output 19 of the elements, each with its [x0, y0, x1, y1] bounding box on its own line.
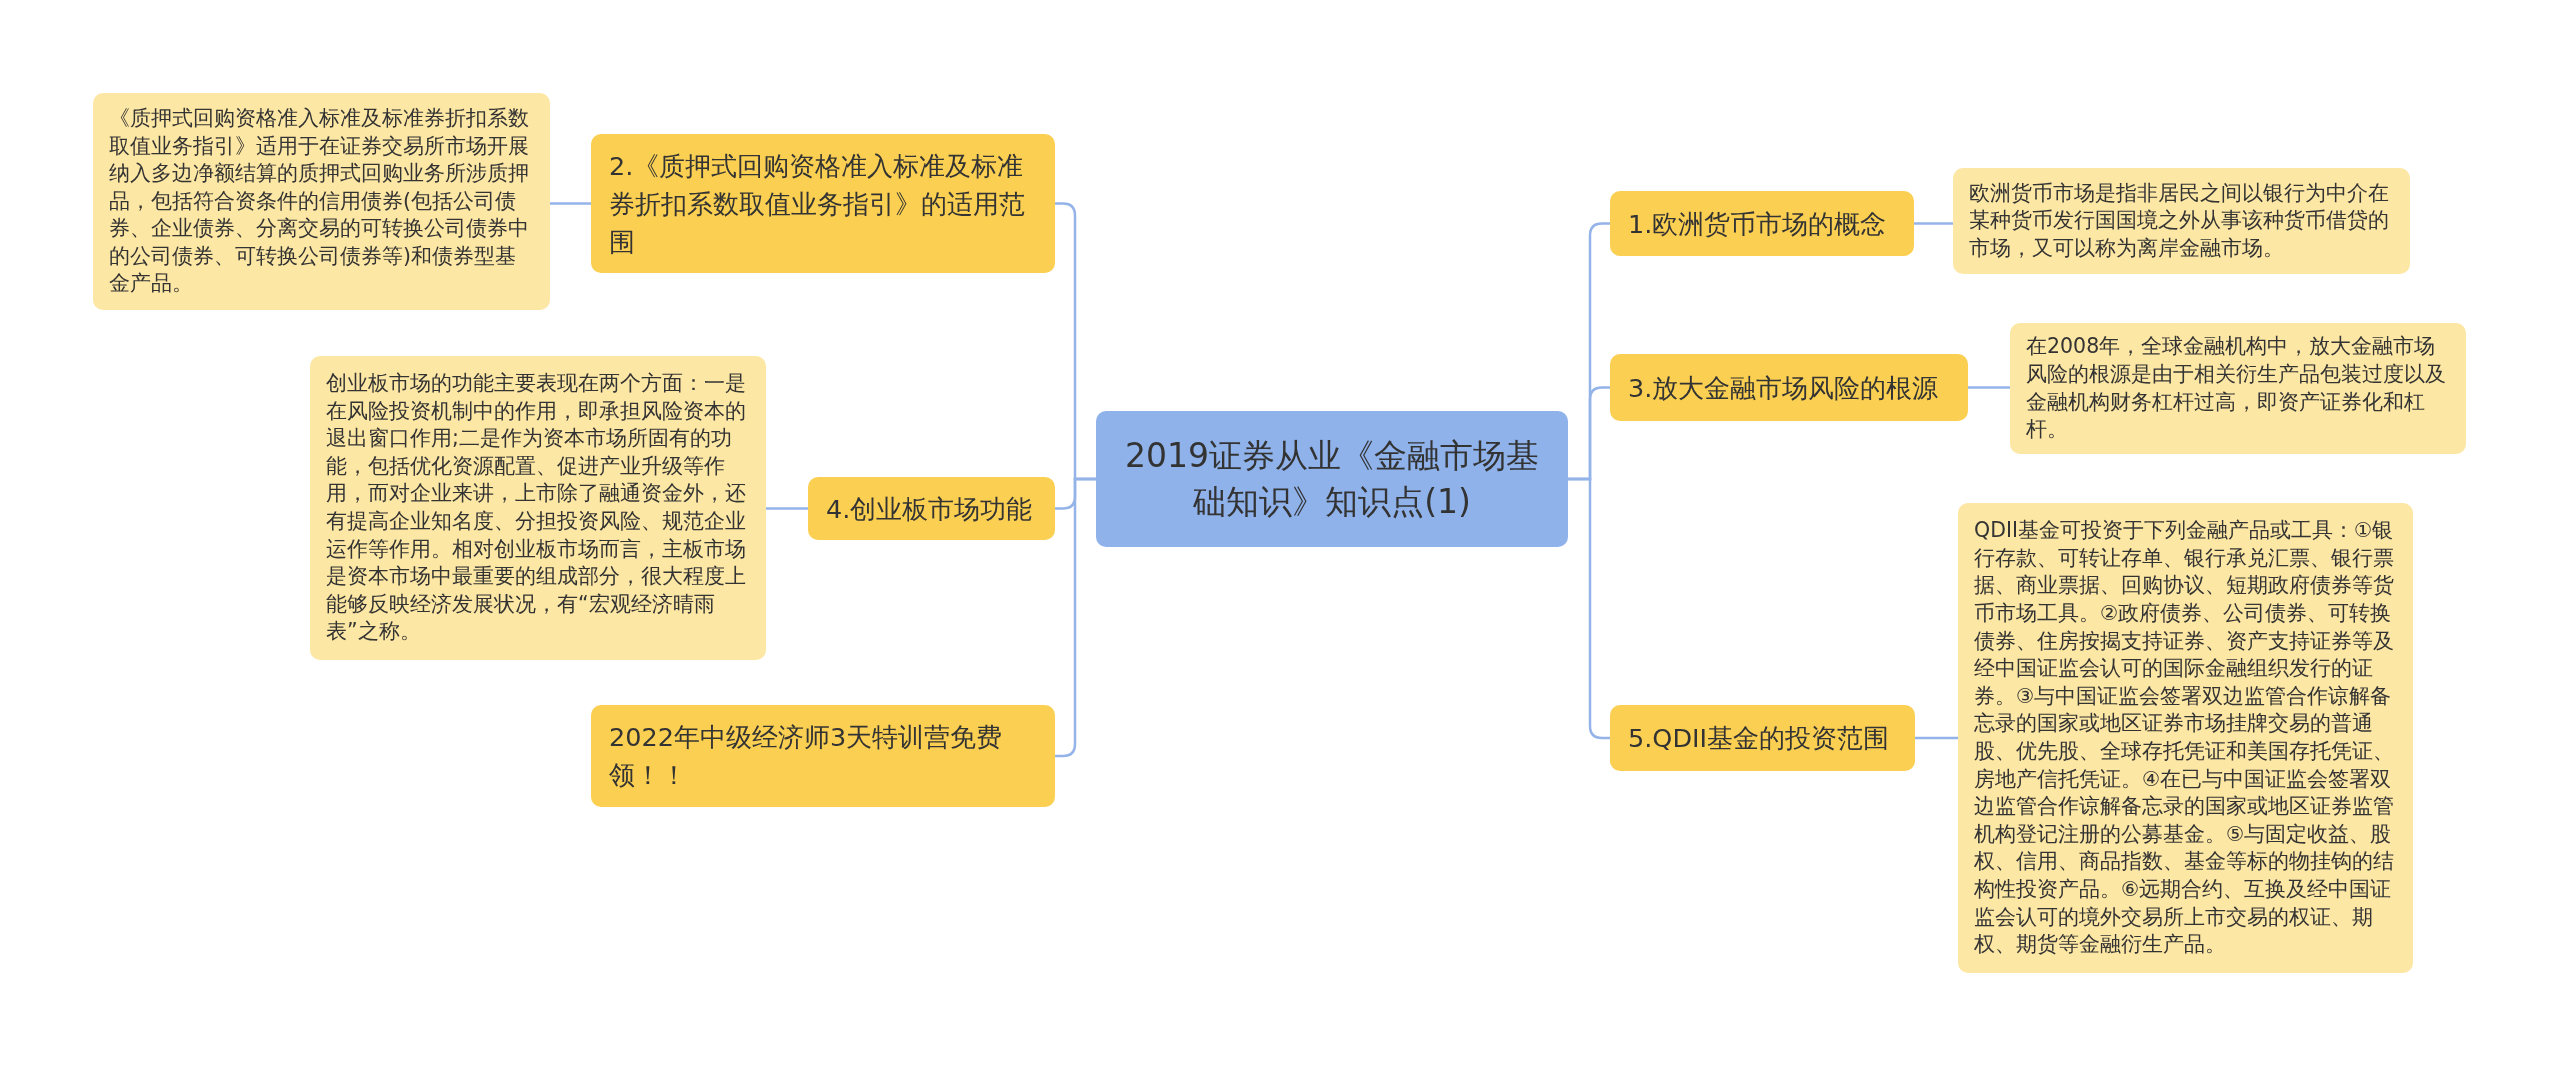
note-box: 在2008年，全球金融机构中，放大金融市场风险的根源是由于相关衍生产品包装过度以及金融机构财务杠杆过高，即资产证券化和杠杆。	[2010, 323, 2466, 454]
branch-box: 1.欧洲货币市场的概念	[1610, 191, 1914, 256]
connector-line	[1968, 386, 2010, 389]
connector-line	[1055, 477, 1096, 758]
connector-line	[550, 202, 591, 205]
connector-line	[766, 507, 808, 510]
topic-box: 2019证券从业《金融市场基础知识》知识点(1)	[1096, 411, 1568, 547]
branch-box: 3.放大金融市场风险的根源	[1610, 354, 1968, 421]
connector-line	[1568, 477, 1610, 740]
branch-box: 2022年中级经济师3天特训营免费领！！	[591, 705, 1055, 807]
branch-box: 2.《质押式回购资格准入标准及标准券折扣系数取值业务指引》的适用范围	[591, 134, 1055, 273]
note-box: 欧洲货币市场是指非居民之间以银行为中介在某种货币发行国国境之外从事该种货币借贷的市场，又可以称为离岸金融市场。	[1953, 168, 2410, 274]
note-box: 创业板市场的功能主要表现在两个方面：一是在风险投资机制中的作用，即承担风险资本的退出窗口作用;二是作为资本市场所固有的功能，包括优化资源配置、促进产业升级等作用，而对企业来讲，上市除了融通资金外，还有提高企业知名度、分担投资风险、规范企业运作等作用。相对创业板市场而言，主板市场是资本市场中最重要的组成部分，很大程度上能够反映经济发展状况，有“宏观经济晴雨表”之称。	[310, 356, 766, 660]
connector-line	[1915, 736, 1958, 740]
note-box: 《质押式回购资格准入标准及标准券折扣系数取值业务指引》适用于在证券交易所市场开展纳入多边净额结算的质押式回购业务所涉质押品，包括符合资条件的信用债券(包括公司债券、企业债券、分离交易的可转换公司债券中的公司债券、可转换公司债券等)和债券型基金产品。	[93, 93, 550, 310]
branch-box: 5.QDII基金的投资范围	[1610, 705, 1915, 771]
connector-line	[1914, 222, 1953, 225]
branch-box: 4.创业板市场功能	[808, 477, 1055, 540]
note-box: QDII基金可投资于下列金融产品或工具：①银行存款、可转让存单、银行承兑汇票、银行票据、商业票据、回购协议、短期政府债券等货币市场工具。②政府债券、公司债券、可转换债券、住房按揭支持证券、资产支持证券等及经中国证监会认可的国际金融组织发行的证券。③与中国证监会签署双边监管合作谅解备忘录的国家或地区证券市场挂牌交易的普通股、优先股、全球存托凭证和美国存托凭证、房地产信托凭证。④在已与中国证监会签署双边监管合作谅解备忘录的国家或地区证券监管机构登记注册的公募基金。⑤与固定收益、股权、信用、商品指数、基金等标的物挂钩的结构性投资产品。⑥远期合约、互换及经中国证监会认可的境外交易所上市交易的权证、期权、期货等金融衍生产品。	[1958, 503, 2413, 973]
